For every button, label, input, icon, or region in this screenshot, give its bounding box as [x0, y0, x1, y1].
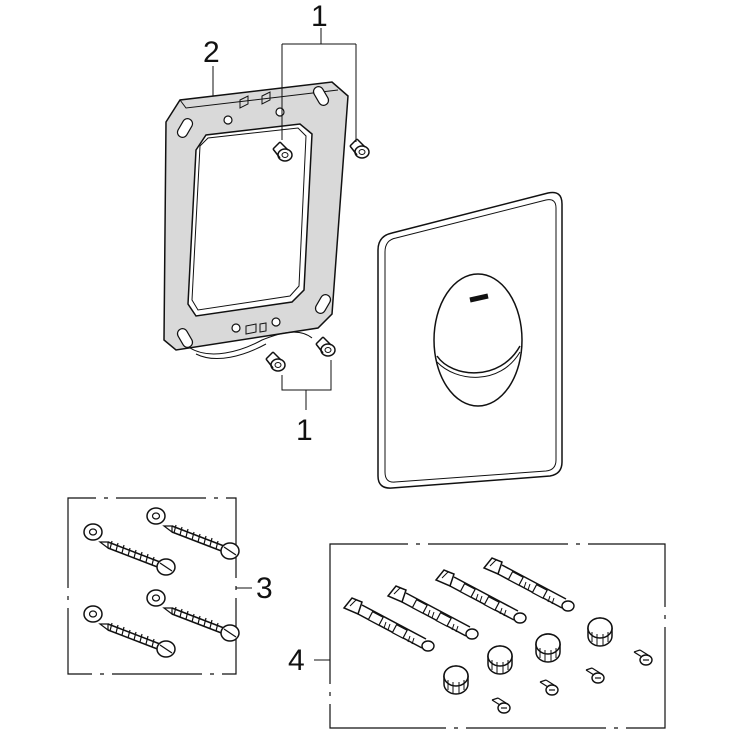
screw-icon: [163, 606, 240, 642]
wall-screw-kit-box: [67, 497, 252, 675]
callout-top-screws: 1: [311, 0, 328, 33]
frame-slot-top-right: [312, 86, 330, 106]
cap-nut-icon: [535, 633, 561, 663]
frame-slot-bottom-right: [314, 294, 332, 314]
cap-nut-icon: [587, 617, 613, 647]
callout-extension-kit: 4: [288, 644, 305, 677]
screw-icon: [99, 622, 176, 658]
cap-nut-icon: [487, 645, 513, 675]
screw-icon: [163, 524, 240, 560]
screw-icon: [633, 649, 653, 666]
screw-icon: [315, 336, 336, 357]
callout-wall-screw-kit: 3: [256, 572, 273, 605]
washer-icon: [83, 605, 103, 623]
screw-icon: [265, 351, 286, 372]
screw-icon: [539, 679, 559, 696]
flush-button: [433, 273, 523, 407]
washer-icon: [83, 523, 103, 541]
leader-lines-bottom-screws: [281, 360, 332, 410]
callout-mounting-frame: 2: [203, 36, 220, 69]
washer-icon: [146, 507, 166, 525]
leader-lines-top-screws: [281, 28, 357, 142]
frame-slot-top-left: [176, 118, 194, 138]
flush-plate: [377, 191, 563, 489]
cap-nut-icon: [443, 665, 469, 695]
washer-icon: [146, 589, 166, 607]
screw-icon: [349, 138, 370, 159]
screw-icon: [491, 697, 511, 714]
frame-slot-bottom-left: [176, 328, 194, 348]
mounting-frame: [163, 81, 349, 360]
callout-bottom-screws: 1: [296, 414, 313, 447]
extension-kit-box: [314, 543, 666, 729]
screw-icon: [585, 667, 605, 684]
screw-icon: [99, 540, 176, 576]
